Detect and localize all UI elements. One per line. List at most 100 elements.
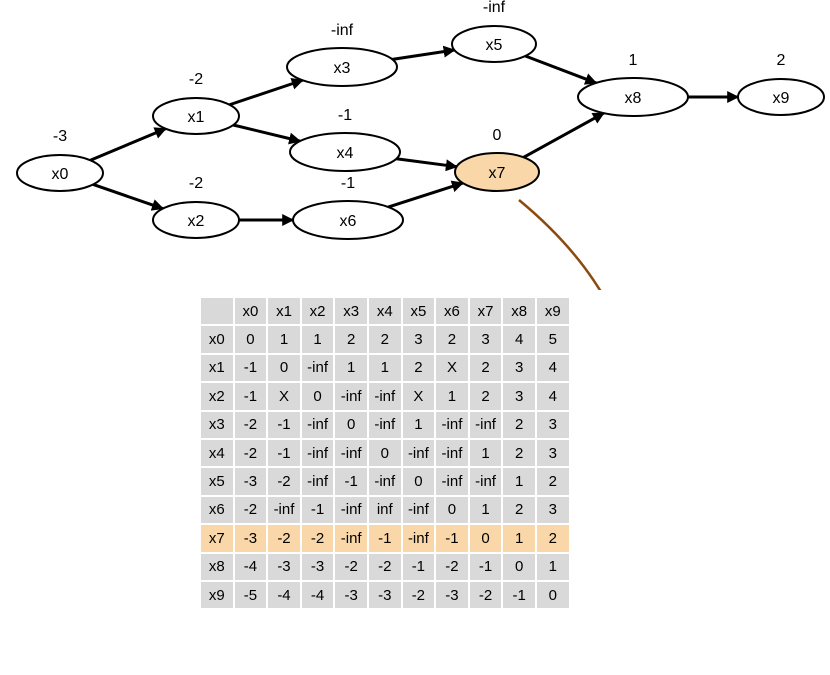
node-label: x7: [489, 165, 506, 182]
matrix-cell: -1: [268, 439, 302, 469]
matrix-cell: 0: [301, 383, 336, 412]
matrix-cell: 0: [268, 354, 302, 384]
matrix-cell: 0: [503, 553, 537, 582]
matrix-cell: 2: [503, 439, 537, 469]
node-label: x4: [337, 145, 354, 162]
edge-x6-x7: [387, 180, 464, 209]
matrix-cell: 1: [436, 383, 470, 412]
matrix-column-header: x2: [301, 298, 336, 327]
matrix-cell: -2: [234, 496, 269, 526]
node-value-label: -1: [338, 107, 352, 124]
node-value-label: 0: [493, 127, 502, 144]
matrix-row-header: x5: [201, 468, 235, 497]
matrix-cell: 0: [536, 581, 571, 611]
matrix-cell: 1: [301, 326, 336, 355]
node-label: x6: [340, 213, 357, 230]
matrix-cell: -4: [301, 581, 336, 611]
matrix-cell: 4: [536, 383, 571, 412]
matrix-cell: 3: [536, 439, 571, 469]
matrix-cell: 5: [536, 326, 571, 355]
matrix-cell: -2: [301, 525, 336, 554]
matrix-cell: -1: [268, 411, 302, 440]
matrix-cell: 3: [536, 411, 571, 440]
node-x3: x3-inf: [286, 22, 398, 87]
node-ellipse: [454, 152, 540, 192]
matrix-cell: 0: [335, 411, 369, 440]
matrix-column-header: x1: [268, 298, 302, 327]
matrix-cell: 1: [469, 496, 504, 526]
node-value-label: -2: [189, 71, 203, 88]
matrix-cell: -inf: [368, 383, 403, 412]
matrix-cell: 4: [536, 354, 571, 384]
node-x8: x8 1: [577, 52, 689, 117]
node-label: x2: [188, 213, 205, 230]
matrix-cell: 3: [402, 326, 437, 355]
node-value-label: 1: [629, 52, 638, 69]
node-x0: x0-3: [16, 128, 104, 192]
matrix-cell: -3: [368, 581, 403, 611]
matrix-cell: 0: [469, 525, 504, 554]
matrix-cell: 0: [436, 496, 470, 526]
matrix-cell: 3: [503, 383, 537, 412]
matrix-row-header: x8: [201, 553, 235, 582]
matrix-cell: 1: [335, 354, 369, 384]
matrix-cell: -1: [469, 553, 504, 582]
matrix-cell: -inf: [469, 411, 504, 440]
matrix-cell: -inf: [368, 468, 403, 497]
matrix-cell: 1: [503, 525, 537, 554]
matrix-cell: 2: [335, 326, 369, 355]
node-x1: x1-2: [152, 71, 240, 135]
node-label: x5: [486, 37, 503, 54]
matrix-cell: 2: [469, 383, 504, 412]
node-value-label: -1: [341, 175, 355, 192]
node-ellipse: [286, 47, 398, 87]
node-ellipse: [577, 77, 689, 117]
edge-x0-x2: [92, 183, 164, 211]
matrix-corner-cell: [201, 298, 235, 327]
matrix-row-header: x2: [201, 383, 235, 412]
node-x7: x7 0: [454, 127, 540, 192]
node-label: x8: [625, 90, 642, 107]
matrix-cell: -2: [469, 581, 504, 611]
node-ellipse: [737, 78, 825, 116]
edge-x1-x4: [232, 123, 302, 145]
matrix-cell: 2: [503, 411, 537, 440]
matrix-row-header: x7: [201, 525, 235, 554]
matrix-cell: -inf: [268, 496, 302, 526]
matrix-cell: 1: [536, 553, 571, 582]
matrix-cell: -1: [234, 383, 269, 412]
matrix-cell: 1: [503, 468, 537, 497]
node-x5: x5 -inf: [451, 0, 537, 63]
matrix-cell: -2: [402, 581, 437, 611]
matrix-cell: -1: [368, 525, 403, 554]
node-ellipse: [289, 132, 401, 172]
matrix-cell: -inf: [436, 439, 470, 469]
matrix-cell: 2: [368, 326, 403, 355]
matrix-row-header: x9: [201, 581, 235, 611]
matrix-cell: -inf: [402, 439, 437, 469]
matrix-cell: -1: [436, 525, 470, 554]
matrix-cell: 1: [469, 439, 504, 469]
matrix-cell: -2: [234, 439, 269, 469]
nodes: x0-3x1-2x2-2x3-infx4-1x5-infx6-1x70x81x9…: [16, 0, 825, 240]
matrix-cell: 1: [268, 326, 302, 355]
matrix-cell: 3: [536, 496, 571, 526]
matrix-cell: 3: [503, 354, 537, 384]
matrix-cell: 2: [469, 354, 504, 384]
node-x9: x92: [737, 52, 825, 116]
matrix-cell: 0: [234, 326, 269, 355]
node-value-label: -3: [53, 128, 67, 145]
node-x2: x2-2: [152, 175, 240, 239]
matrix-cell: 2: [536, 468, 571, 497]
matrix-column-header: x3: [335, 298, 369, 327]
node-label: x3: [334, 60, 351, 77]
matrix-cell: X: [402, 383, 437, 412]
matrix-cell: -4: [234, 553, 269, 582]
node-ellipse: [152, 97, 240, 135]
node-value-label: -inf: [483, 0, 506, 16]
